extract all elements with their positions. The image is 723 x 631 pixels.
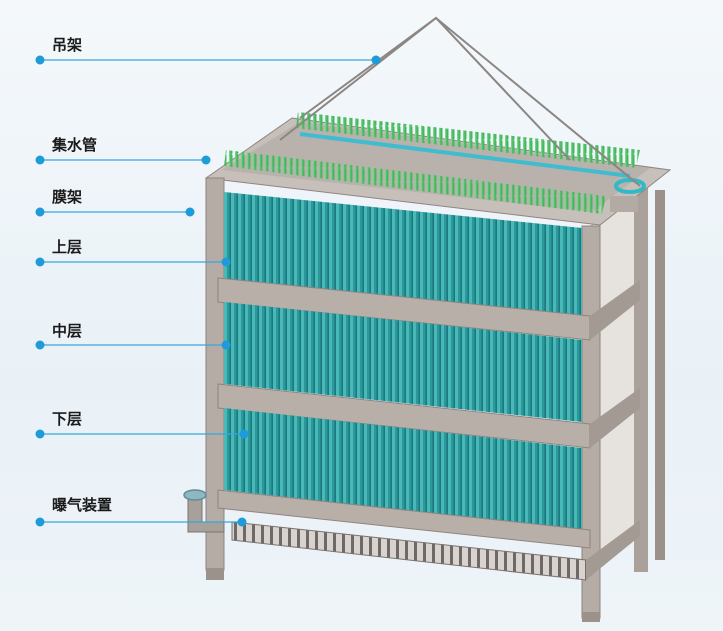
hanger-dot-right <box>371 55 381 65</box>
collector-pipe-outlet <box>614 178 646 194</box>
upper-layer-dot-left <box>35 257 45 267</box>
lower-layer-membrane <box>224 408 582 530</box>
upper-layer-dot-right <box>221 257 231 267</box>
nozzle-row-back <box>296 112 640 168</box>
aeration-dot-right <box>237 517 247 527</box>
label-upper-layer: 上层 <box>52 238 83 256</box>
hanger-dot-left <box>35 55 45 65</box>
nozzle-row-front <box>224 150 606 214</box>
label-hanger: 吊架 <box>52 36 83 54</box>
callout-leaders <box>35 55 381 527</box>
label-lower-layer: 下层 <box>52 410 83 428</box>
lower-layer-dot-right <box>239 429 249 439</box>
middle-layer-dot-left <box>35 340 45 350</box>
middle-layer-membrane <box>224 302 582 422</box>
upper-layer-membrane <box>224 192 582 318</box>
water-pipe-dot-right <box>201 155 211 165</box>
left-post <box>205 177 225 571</box>
label-water-collection-pipe: 集水管 <box>52 136 98 154</box>
label-middle-layer: 中层 <box>52 322 83 340</box>
middle-layer-dot-right <box>221 340 231 350</box>
water-pipe-dot-left <box>35 155 45 165</box>
membrane-frame-dot-right <box>185 207 195 217</box>
label-membrane-frame: 膜架 <box>52 188 83 206</box>
rear-post <box>634 182 648 572</box>
membrane-frame-dot-left <box>35 207 45 217</box>
lower-layer-dot-left <box>35 429 45 439</box>
membrane-frame-structure <box>183 16 672 622</box>
label-aeration-device: 曝气装置 <box>52 496 113 514</box>
aeration-dot-left <box>35 517 45 527</box>
